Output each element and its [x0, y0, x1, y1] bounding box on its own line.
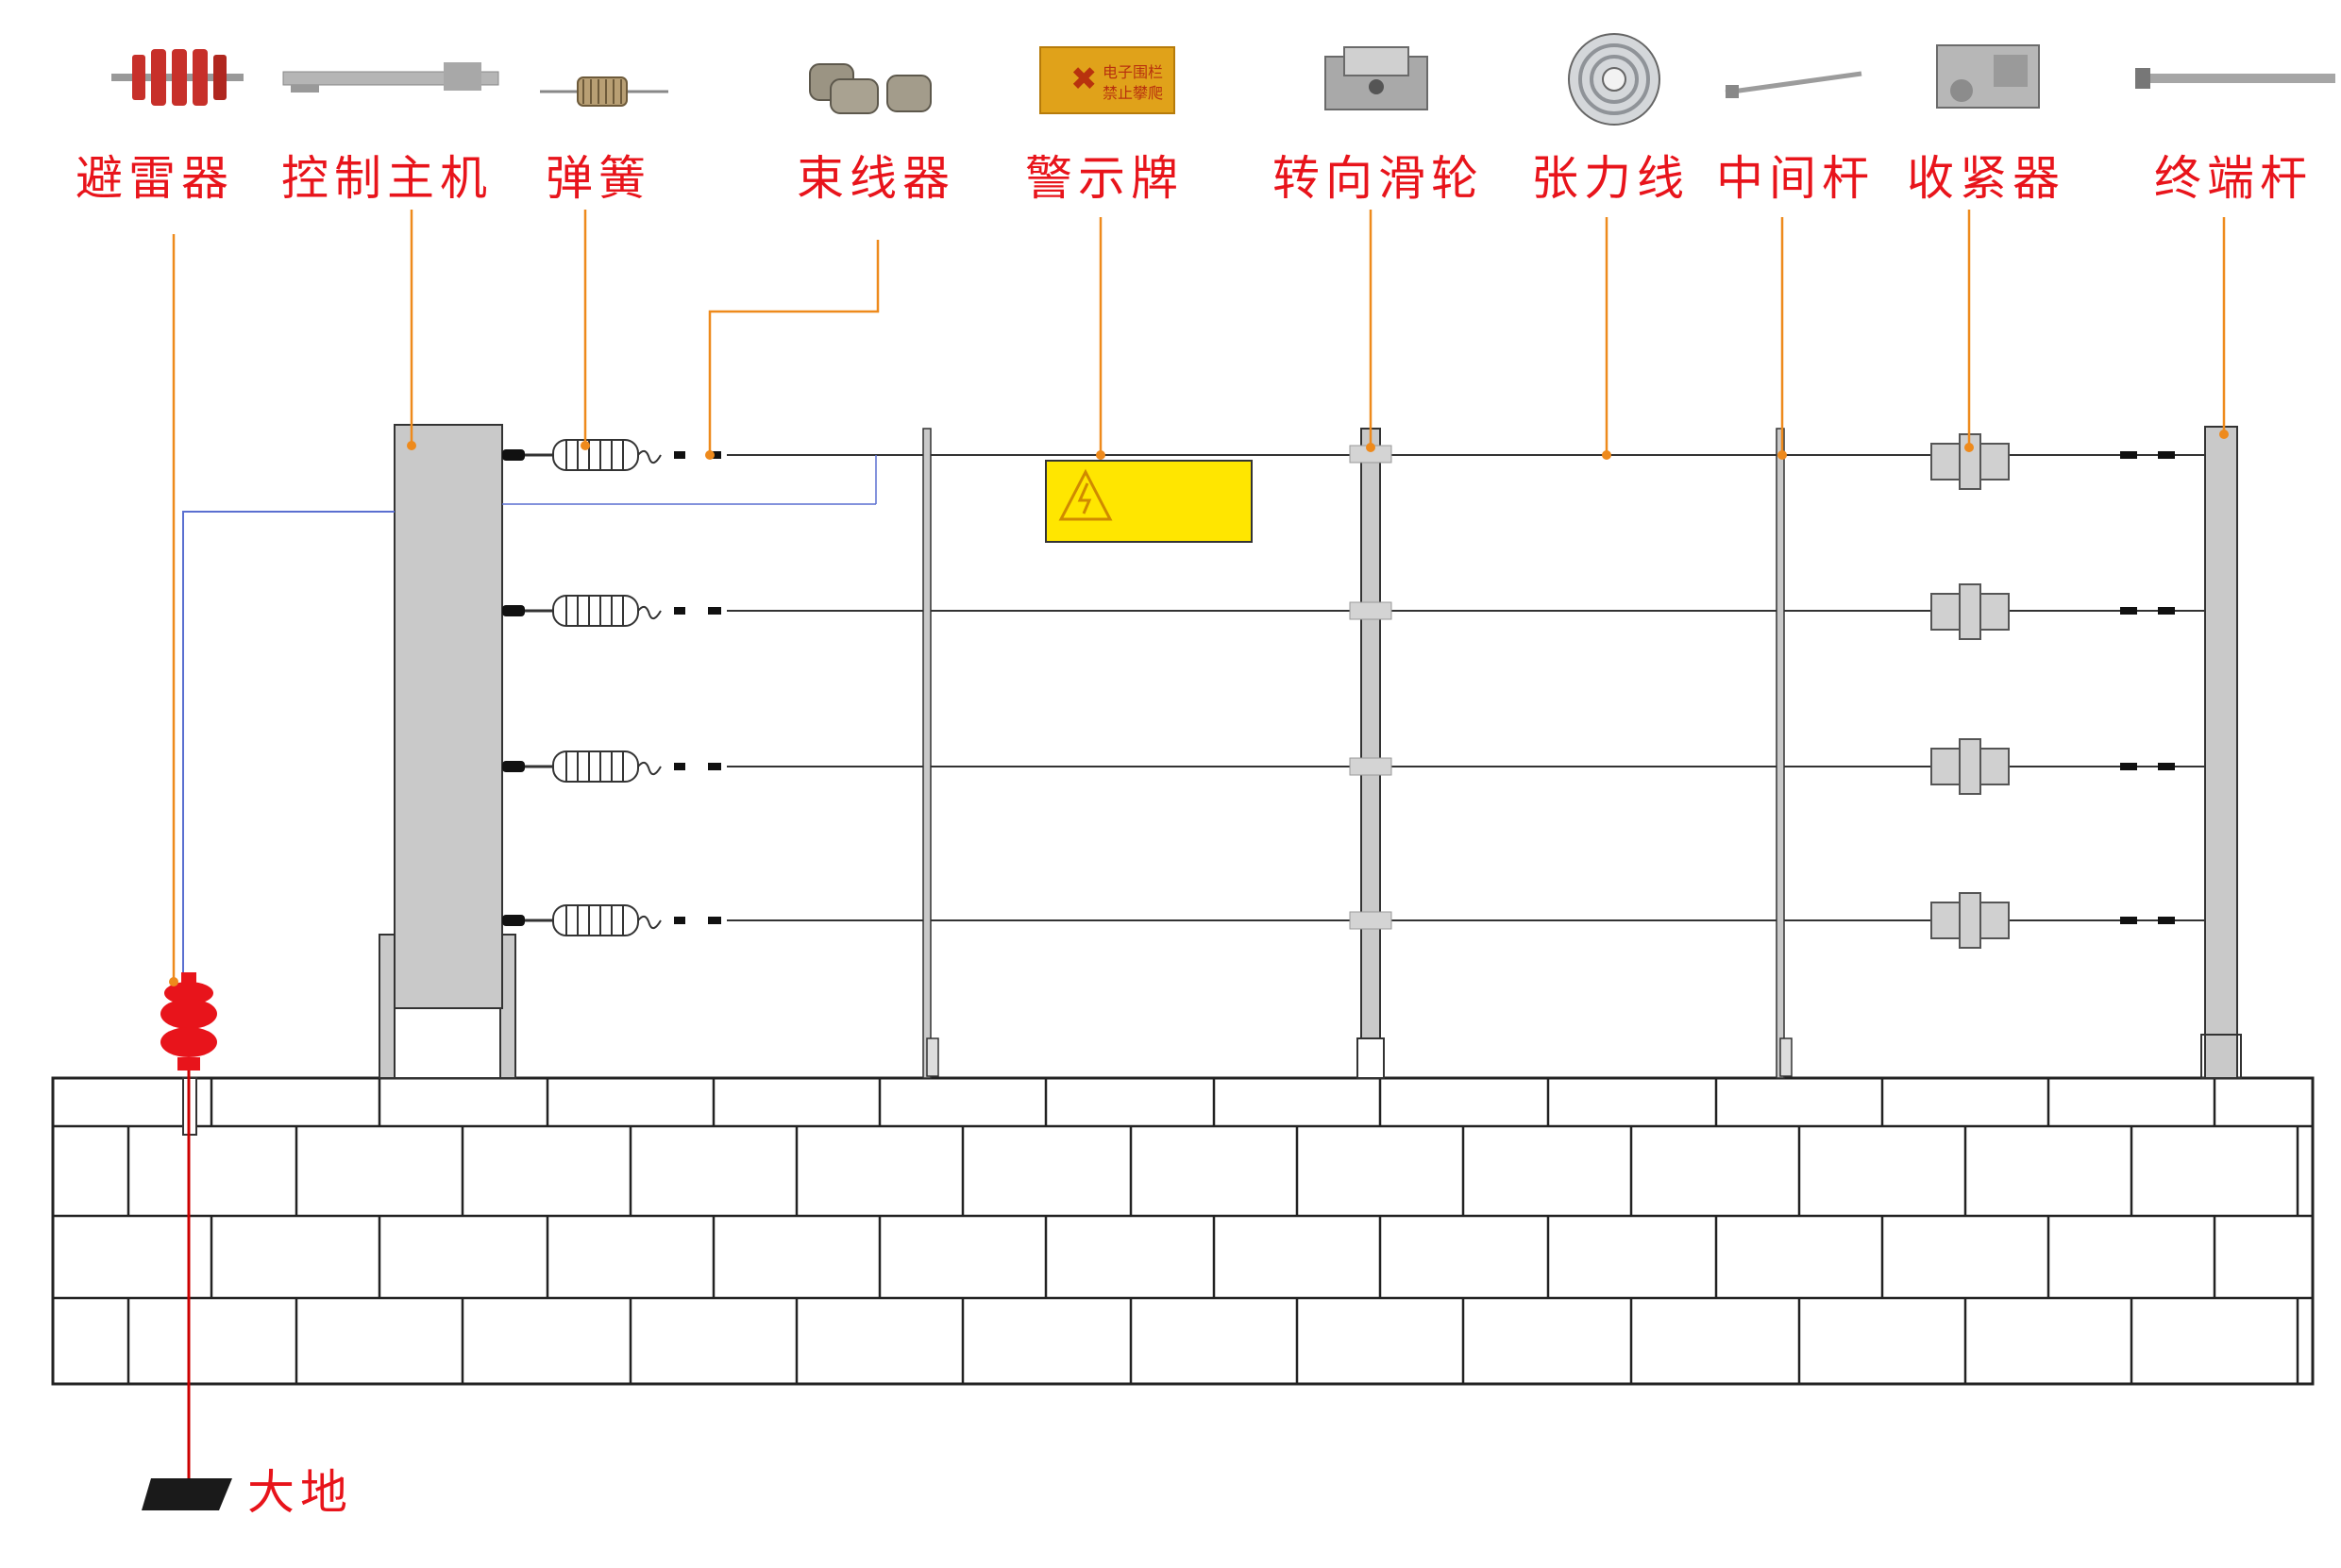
- leader-lines: [169, 210, 2229, 986]
- ground-arrester: [142, 455, 877, 1510]
- middle-posts: [922, 428, 1793, 1079]
- spring-icon: [540, 76, 668, 107]
- label-sign: 警示牌: [1025, 151, 1184, 206]
- controller-bar-icon: [282, 62, 499, 93]
- label-pulley: 转向滑轮: [1272, 151, 1484, 206]
- fence-warning-sign: [1045, 460, 1253, 543]
- controller-unit: [379, 424, 516, 1079]
- tighteners: [1930, 433, 2010, 949]
- lightning-arrester-icon: [111, 49, 244, 106]
- wire-coil-icon: [1568, 33, 1660, 126]
- warning-sign-icon: ✖ 电子围栏 禁止攀爬: [1039, 46, 1175, 114]
- spring-row-4: [502, 904, 721, 936]
- svg-text:✖: ✖: [1070, 60, 1098, 98]
- label-binder: 束线器: [797, 151, 955, 206]
- label-spring: 弹簧: [546, 151, 651, 206]
- label-end-post: 终端杆: [2154, 151, 2313, 206]
- spring-row-3: [502, 750, 721, 783]
- tension-wires: [727, 454, 2205, 921]
- component-labels: 避雷器 控制主机 弹簧 束线器 警示牌 转向滑轮 张力线 中间杆 收紧器 终端杆: [76, 151, 2313, 206]
- middle-post-icon: [1725, 71, 1862, 98]
- tightener-icon: [1936, 44, 2040, 109]
- pulley-post: [1349, 428, 1392, 1079]
- spring-row-1: [502, 439, 721, 471]
- sign-text-line2: 禁止攀爬: [1103, 84, 1163, 102]
- end-post: [2120, 426, 2242, 1079]
- label-controller: 控制主机: [281, 151, 493, 206]
- label-mid-post: 中间杆: [1716, 151, 1875, 206]
- springs: [502, 439, 721, 936]
- label-wire: 张力线: [1531, 151, 1690, 206]
- end-post-icon: [2135, 68, 2335, 89]
- ground-label: 大地: [247, 1465, 353, 1520]
- spring-row-2: [502, 595, 721, 627]
- label-arrester: 避雷器: [76, 151, 234, 206]
- pulley-icon: [1324, 46, 1428, 110]
- brick-wall: [51, 1076, 2315, 1386]
- wire-clamp-icon: [809, 63, 932, 114]
- label-tightener: 收紧器: [1907, 151, 2065, 206]
- sign-text-line1: 电子围栏: [1103, 63, 1163, 81]
